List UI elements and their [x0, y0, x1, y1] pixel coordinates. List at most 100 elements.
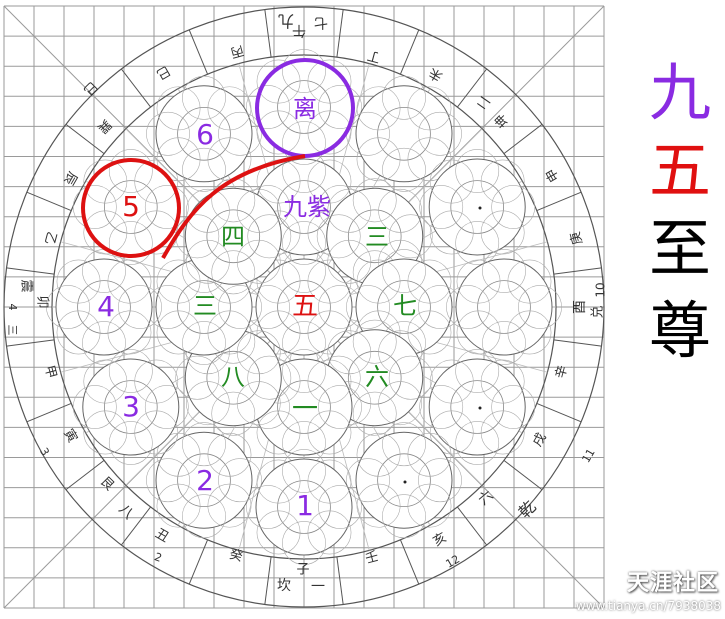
- palace-petal: [318, 85, 362, 129]
- palace-petal: [455, 349, 500, 393]
- numeral-left: 三: [193, 292, 217, 320]
- label-right-you: 酉: [572, 300, 588, 314]
- palace-petal: [429, 210, 474, 255]
- palace: [346, 75, 462, 192]
- palace-petal: [207, 432, 252, 477]
- text-layer: 123456离九紫五一四三三七八六午九丁未丙巳坤申庚酉兑辛戌乾亥壬子坎癸丑艮寅甲…: [6, 12, 608, 596]
- palace-petal: [480, 159, 525, 204]
- palace-inner-circle: [277, 280, 331, 334]
- outer-num-bottom-left: 八: [115, 501, 136, 522]
- numeral-right: 七: [393, 292, 417, 320]
- palace-petal: [282, 349, 326, 393]
- palace-petal: [282, 221, 326, 265]
- palace-circle: [428, 158, 526, 256]
- palace-petal: [356, 259, 401, 304]
- watermark-text: 天涯社区: [626, 571, 719, 596]
- palace-petal: [388, 355, 433, 400]
- palace-petal: [407, 483, 452, 528]
- palace-petal: [256, 310, 301, 355]
- label-top-right-wei: 未: [427, 64, 446, 83]
- ring-spoke: [26, 191, 72, 212]
- ring-spoke: [26, 402, 72, 423]
- palace-circle: [155, 85, 253, 183]
- palace-petal: [382, 494, 426, 539]
- palace-inner-circle: [103, 380, 158, 434]
- palace-petal: [108, 349, 153, 393]
- palace-petal: [182, 494, 226, 539]
- palace: [46, 249, 162, 365]
- palace-inner-circle: [450, 180, 505, 234]
- palace-petal: [482, 249, 526, 293]
- ring-spoke: [188, 29, 209, 75]
- palace-petal: [327, 239, 372, 284]
- palace-circle: [184, 187, 282, 285]
- palace-inner-circle: [377, 280, 431, 334]
- palace-petal: [307, 259, 352, 304]
- palace-petal: [307, 159, 352, 204]
- label-right-lower-xu: 戌: [530, 431, 549, 450]
- ring-spoke: [399, 29, 420, 75]
- label-top-right-ding: 丁: [366, 47, 382, 65]
- palace-petal: [407, 86, 452, 131]
- palace-petal: [455, 149, 500, 193]
- label-top-jiu: 九: [278, 12, 294, 31]
- ring-spoke: [65, 460, 105, 491]
- palace-center-dot: [478, 206, 482, 210]
- palace-petal: [407, 310, 452, 355]
- palace-petal: [418, 458, 462, 503]
- palace-petal: [107, 259, 152, 304]
- palace-circle: [455, 258, 553, 356]
- palace-circle: [55, 258, 153, 356]
- palace-petal: [378, 188, 423, 233]
- palace-petal: [307, 110, 352, 155]
- palace-number-5: 5: [122, 190, 140, 223]
- palace-inner-circle: [277, 480, 331, 534]
- ring-spoke: [457, 506, 488, 546]
- outer-ring: [3, 6, 605, 608]
- palace-inner-circle: [347, 209, 402, 264]
- palace-petal: [518, 285, 562, 329]
- palace-petal: [482, 321, 526, 365]
- numeral-lower-left: 八: [221, 363, 245, 391]
- ring-spoke: [264, 556, 272, 605]
- palace-petal: [56, 310, 101, 355]
- palace-petal: [182, 321, 226, 365]
- palace-petal: [146, 458, 190, 503]
- palace-petal: [207, 310, 252, 355]
- palace-petal: [247, 214, 292, 259]
- ring-spoke: [6, 267, 55, 275]
- ring-spoke: [188, 539, 209, 585]
- palace-petal: [83, 359, 128, 404]
- palace-petal: [407, 432, 452, 477]
- palace-circle: [155, 431, 253, 529]
- label-right-geng: 庚: [567, 230, 586, 247]
- palace-petal: [446, 285, 490, 329]
- palace-petal: [356, 432, 401, 477]
- palace: [146, 75, 262, 192]
- palace-layer: [46, 49, 562, 565]
- label-bottom-left-gen: 艮: [97, 474, 117, 494]
- palace-petal: [108, 221, 153, 265]
- palace-petal: [307, 410, 352, 455]
- palace-center-dot: [403, 480, 407, 484]
- label-bottom-zi: 子: [296, 563, 309, 578]
- label-left-zhen: 震: [19, 279, 34, 292]
- palace-petal: [83, 410, 128, 455]
- palace-petal: [382, 147, 426, 192]
- palace-petal: [318, 485, 362, 529]
- numeral-upper-left: 四: [221, 223, 245, 251]
- outer-num-right: 10: [594, 282, 608, 297]
- palace-petal: [378, 381, 423, 426]
- palace-petal: [507, 259, 552, 304]
- palace-petal: [491, 385, 536, 429]
- highlight-layer: [81, 58, 355, 259]
- palace-petal: [307, 59, 352, 104]
- ring-spoke: [120, 68, 151, 108]
- palace-petal: [256, 259, 301, 304]
- palace-center-dot: [478, 406, 482, 410]
- ring-spoke: [536, 191, 582, 212]
- palace-petal: [134, 159, 179, 204]
- palace-petal: [480, 410, 525, 455]
- palace-petal: [282, 521, 326, 565]
